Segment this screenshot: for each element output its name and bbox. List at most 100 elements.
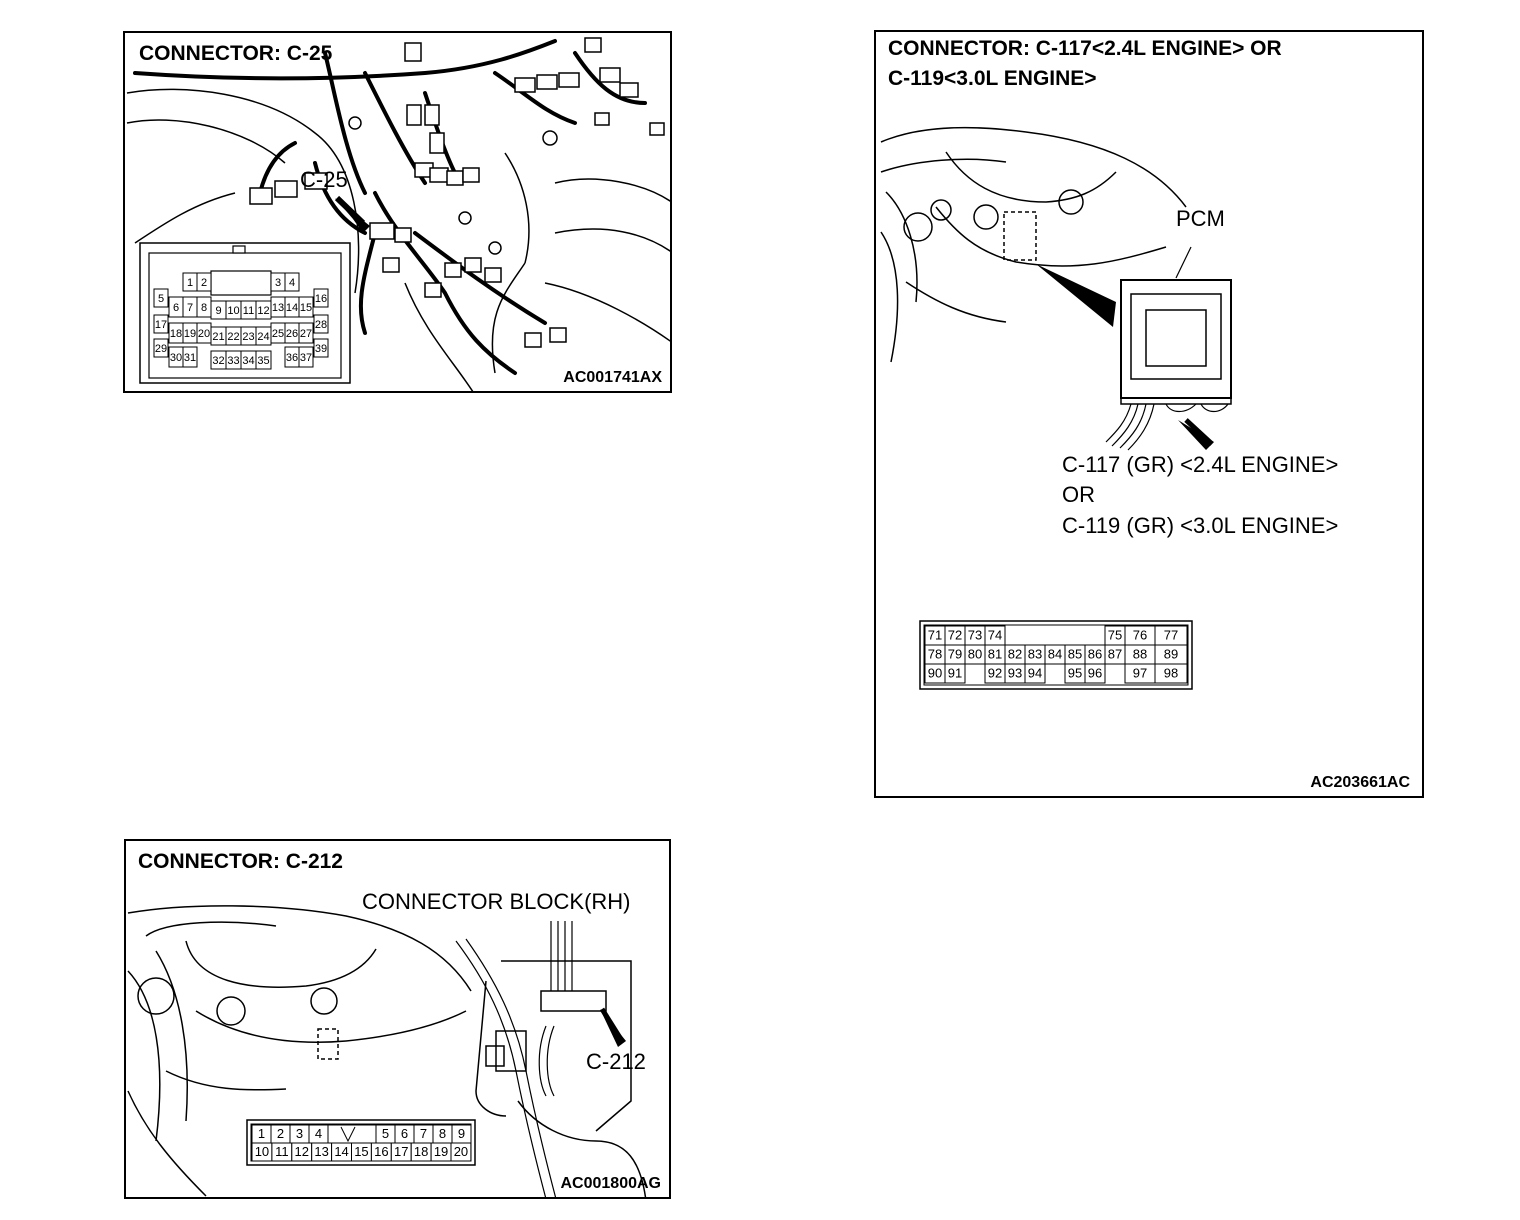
c25-callout-label: C-25 (300, 167, 348, 192)
c212-panel-title: CONNECTOR: C-212 (138, 850, 343, 873)
pin-number: 20 (454, 1144, 468, 1159)
pin-number: 73 (968, 628, 982, 643)
pin-cell (284, 272, 300, 292)
pin-number: 8 (201, 302, 207, 314)
pin-number: 90 (928, 666, 942, 681)
pin-number: 3 (296, 1126, 303, 1141)
pin-number: 10 (255, 1144, 269, 1159)
pin-number: 22 (227, 331, 239, 343)
pin-number: 94 (1028, 666, 1042, 681)
pin-cell (153, 338, 169, 358)
pin-number: 16 (374, 1144, 388, 1159)
pin-number: 17 (155, 319, 167, 331)
pin-number: 15 (354, 1144, 368, 1159)
c117-figure-code: AC203661AC (1310, 774, 1410, 791)
pin-cell (313, 314, 329, 334)
pin-number: 11 (275, 1144, 289, 1159)
pin-number: 4 (289, 277, 295, 289)
pin-number: 19 (434, 1144, 448, 1159)
pin-cell (1024, 663, 1046, 684)
pin-number: 82 (1008, 647, 1022, 662)
pin-cell (153, 288, 169, 308)
pin-number: 78 (928, 647, 942, 662)
pin-number: 18 (414, 1144, 428, 1159)
pin-cell (944, 663, 966, 684)
pcm-label: PCM (1176, 206, 1225, 231)
pin-number: 85 (1068, 647, 1082, 662)
c25-panel-title: CONNECTOR: C-25 (139, 42, 333, 65)
pin-cell (1084, 663, 1106, 684)
c117-note-line1: C-117 (GR) <2.4L ENGINE> (1062, 452, 1339, 477)
pin-number: 83 (1028, 647, 1042, 662)
pin-cell (1154, 663, 1188, 684)
pin-number: 8 (439, 1126, 446, 1141)
pin-number: 35 (257, 355, 269, 367)
pin-number: 11 (243, 305, 254, 317)
pin-number: 17 (394, 1144, 408, 1159)
pin-number: 3 (275, 277, 281, 289)
c117-note-line3: C-119 (GR) <3.0L ENGINE> (1062, 513, 1339, 538)
pin-cell (298, 296, 314, 318)
pin-cell (313, 288, 329, 308)
pin-number: 13 (272, 302, 284, 314)
pin-cell (255, 350, 272, 370)
pin-number: 96 (1088, 666, 1102, 681)
pin-number: 25 (272, 328, 284, 340)
pin-number: 87 (1108, 647, 1122, 662)
pin-number: 91 (948, 666, 962, 681)
pin-number: 9 (458, 1126, 465, 1141)
pin-number: 36 (286, 352, 298, 364)
pin-number: 14 (286, 302, 298, 314)
pin-number: 12 (295, 1144, 309, 1159)
pin-number: 16 (315, 293, 327, 305)
pin-cell (450, 1142, 472, 1162)
pcm-module (1105, 246, 1232, 451)
pin-number: 12 (257, 305, 269, 317)
c25-figure-code: AC001741AX (563, 369, 662, 386)
pin-number: 1 (258, 1126, 265, 1141)
pin-number: 5 (382, 1126, 389, 1141)
pin-number: 5 (158, 293, 164, 305)
pin-cell (298, 346, 314, 368)
c117-panel-title-line2: C-119<3.0L ENGINE> (888, 67, 1097, 90)
pin-number: 4 (315, 1126, 322, 1141)
pin-number: 15 (300, 302, 312, 314)
pin-number: 32 (212, 355, 224, 367)
pin-number: 81 (988, 647, 1002, 662)
connector-block-rh-label: CONNECTOR BLOCK(RH) (362, 889, 631, 914)
pin-number: 98 (1164, 666, 1178, 681)
c212-figure-code: AC001800AG (560, 1175, 662, 1192)
pin-number: 39 (315, 343, 327, 355)
pin-cell (298, 322, 314, 344)
pin-number: 86 (1088, 647, 1102, 662)
pin-number: 72 (948, 628, 962, 643)
pin-number: 21 (212, 331, 224, 343)
pin-number: 29 (155, 343, 167, 355)
pin-number: 76 (1133, 628, 1147, 643)
pin-number: 93 (1008, 666, 1022, 681)
pin-number: 34 (242, 355, 254, 367)
pin-number: 71 (928, 628, 942, 643)
pin-number: 74 (988, 628, 1002, 643)
pin-cell (196, 272, 212, 292)
pin-number: 10 (227, 305, 239, 317)
pin-number: 80 (968, 647, 982, 662)
pin-number: 7 (187, 302, 193, 314)
pin-number: 28 (315, 319, 327, 331)
pin-number: 77 (1164, 628, 1178, 643)
pin-number: 37 (300, 352, 312, 364)
pin-number: 19 (184, 328, 196, 340)
c117-note-line2: OR (1062, 482, 1095, 507)
pin-number: 75 (1108, 628, 1122, 643)
pin-number: 6 (401, 1126, 408, 1141)
pin-number: 6 (173, 302, 179, 314)
pin-number: 97 (1133, 666, 1147, 681)
pin-number: 33 (227, 355, 239, 367)
